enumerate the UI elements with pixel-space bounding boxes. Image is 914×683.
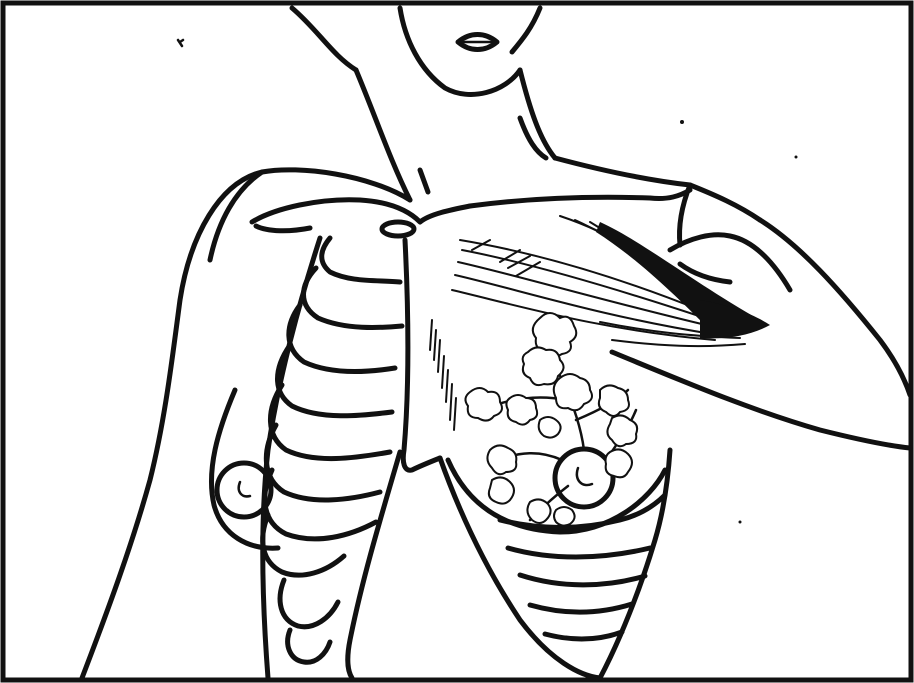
rib-10 [288, 630, 330, 662]
neck-detail [420, 170, 428, 192]
clavicle-end [256, 226, 310, 231]
left-rib-cage [263, 238, 402, 678]
right-arm-top [760, 220, 910, 395]
right-clavicle [470, 190, 690, 206]
rib-1 [322, 238, 400, 282]
rib-6 [266, 425, 380, 500]
right-arm-underside [612, 352, 910, 448]
jawline [400, 8, 520, 94]
torso-outline [82, 158, 910, 678]
face-left-contour [292, 8, 356, 70]
rib-5 [270, 385, 390, 459]
clavicles [252, 190, 690, 236]
sternum-hatching [430, 320, 456, 430]
sternal-notch [382, 222, 414, 236]
face [292, 8, 540, 94]
neck-right [520, 70, 555, 158]
mammary-glands [465, 313, 637, 526]
left-nipple-detail [239, 482, 250, 496]
sternum [403, 240, 456, 470]
left-clavicle [252, 200, 470, 222]
stray-marks [178, 40, 798, 524]
image-border [3, 3, 911, 680]
rib-under-breast-3 [520, 575, 645, 585]
neck [356, 70, 555, 200]
rib-under-breast-2 [508, 548, 650, 557]
face-right-contour [512, 8, 540, 52]
rib-under-breast-5 [545, 632, 622, 639]
rib-7 [265, 470, 376, 539]
rib-9 [280, 580, 338, 627]
costal-margin-left [348, 452, 400, 678]
right-nipple-detail [577, 468, 592, 485]
right-shoulder [555, 158, 760, 220]
right-nipple [555, 449, 613, 507]
rib-under-breast-4 [530, 604, 632, 612]
rib-3 [289, 305, 395, 371]
